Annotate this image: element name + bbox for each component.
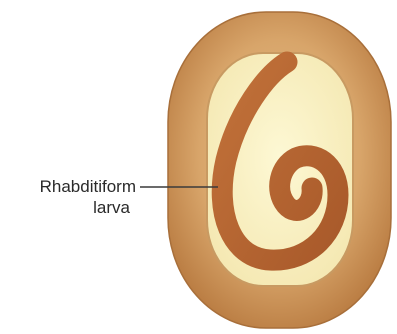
callout-label: Rhabditiform larva [8, 176, 136, 218]
callout-label-line1: Rhabditiform [8, 176, 136, 197]
callout-label-line2: larva [8, 197, 136, 218]
